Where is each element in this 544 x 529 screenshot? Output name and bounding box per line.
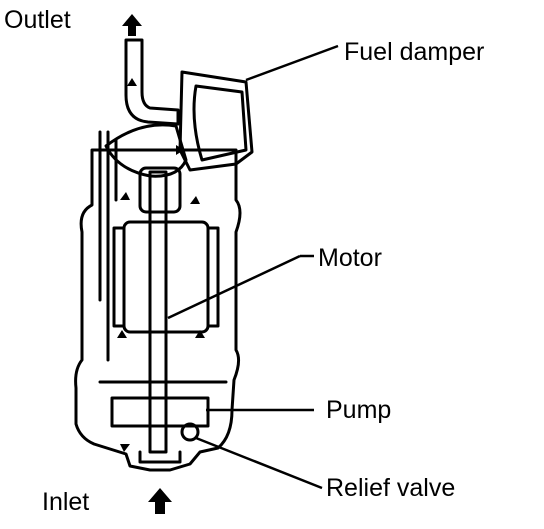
relief-valve-body <box>180 422 200 442</box>
outlet-arrow-icon <box>122 14 142 36</box>
fuel-damper-leader <box>245 44 339 82</box>
flow-arrow-icon <box>117 330 127 338</box>
inlet-arrow-icon <box>148 488 172 514</box>
pump-housing <box>74 148 242 472</box>
flow-arrows <box>117 14 205 514</box>
flow-arrow-icon <box>195 330 205 338</box>
motor-shaft <box>148 170 168 454</box>
pump-label: Pump <box>326 396 392 424</box>
motor-magnet-left <box>112 226 126 328</box>
motor-leader <box>167 254 301 320</box>
terminal-wires <box>98 130 118 362</box>
inlet-label: Inlet <box>42 488 90 516</box>
relief-valve-label: Relief valve <box>326 474 456 502</box>
relief-valve-leader <box>195 436 323 490</box>
outlet-pipe <box>124 38 180 126</box>
motor-magnet-right <box>206 226 220 328</box>
fuel-damper-diaphragm <box>192 84 248 162</box>
outlet-label: Outlet <box>4 6 71 34</box>
flow-arrow-icon <box>120 192 130 200</box>
flow-arrow-icon <box>127 78 137 86</box>
flow-arrow-icon <box>120 444 130 452</box>
commutator <box>138 166 182 214</box>
fuel-damper-label: Fuel damper <box>344 38 485 66</box>
motor-label: Motor <box>318 244 382 272</box>
flow-arrow-icon <box>190 196 200 204</box>
inlet-port <box>138 450 182 464</box>
flow-arrow-icon <box>176 145 184 155</box>
pump-impeller <box>110 396 210 428</box>
